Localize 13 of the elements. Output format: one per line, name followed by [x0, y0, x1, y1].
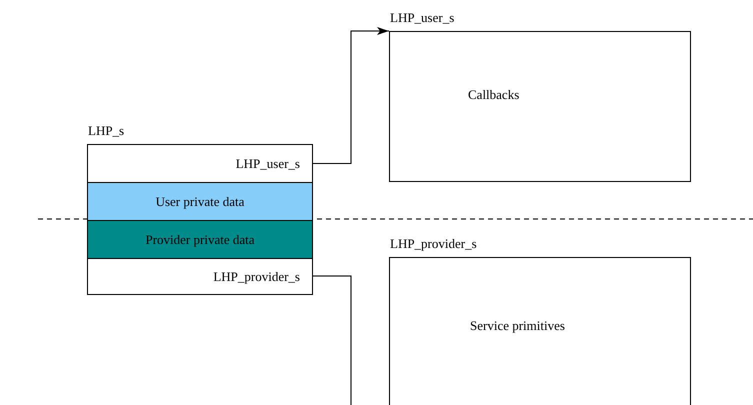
struct-name: LHP_user_s — [390, 10, 454, 26]
field-label: Provider private data — [145, 232, 254, 248]
body-text: Callbacks — [468, 87, 520, 103]
field-label: User private data — [156, 194, 244, 210]
struct-name: LHP_s — [88, 123, 124, 139]
field-label: LHP_user_s — [236, 156, 300, 172]
struct-name: LHP_provider_s — [390, 236, 477, 252]
body-text: Service primitives — [470, 318, 565, 334]
struct-field — [88, 182, 312, 220]
arrow — [312, 27, 390, 164]
connector-line — [312, 276, 352, 405]
field-label: LHP_provider_s — [213, 268, 300, 284]
struct-field — [88, 220, 312, 258]
